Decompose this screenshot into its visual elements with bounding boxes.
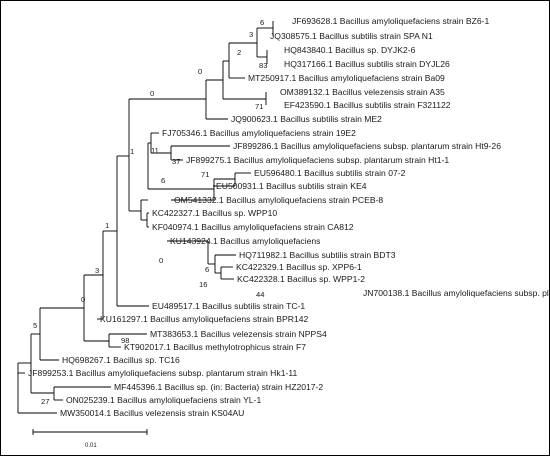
leaf-label: JF899275.1 Bacillus amyloliquefaciens su… — [186, 155, 449, 165]
support-value: 1 — [105, 221, 109, 230]
leaf-label: JN700138.1 Bacillus amyloliquefaciens su… — [363, 288, 549, 298]
support-value: 3 — [95, 266, 99, 275]
leaf-label: EF423590.1 Bacillus subtilis strain F321… — [284, 100, 451, 110]
tree-branches — [17, 21, 274, 414]
leaf-label: MW350014.1 Bacillus velezensis strain KS… — [60, 408, 244, 418]
support-value: 0 — [81, 295, 85, 304]
leaf-label: JQ900623.1 Bacillus subtilis strain ME2 — [231, 114, 382, 124]
leaf-label: HQ698267.1 Bacillus sp. TC16 — [62, 355, 180, 365]
leaf-label: EU500931.1 Bacillus subtilis strain KE4 — [216, 181, 367, 191]
support-value: 71 — [201, 170, 209, 179]
support-value: 2 — [237, 48, 241, 57]
support-value: 44 — [256, 290, 264, 299]
support-value: 0 — [150, 89, 154, 98]
leaf-label: MT383653.1 Bacillus velezensis strain NP… — [150, 329, 327, 339]
leaf-label: HQ711982.1 Bacillus subtilis strain BDT3 — [239, 250, 396, 260]
support-value: 37 — [172, 157, 180, 166]
support-value: 83 — [259, 61, 267, 70]
tree-leaf-labels: JF693628.1 Bacillus amyloliquefaciens st… — [28, 16, 549, 418]
support-value: 71 — [255, 102, 263, 111]
support-value: 6 — [205, 265, 209, 274]
support-value: 27 — [41, 397, 49, 406]
leaf-label: KT902017.1 Bacillus methylotrophicus str… — [124, 342, 306, 352]
support-value: 0 — [159, 256, 163, 265]
leaf-label: KU143924.1 Bacillus amyloliquefaciens — [170, 236, 320, 246]
scale-bar-label: 0.01 — [85, 443, 97, 449]
leaf-label: HQ843840.1 Bacillus sp. DYJK2-6 — [284, 45, 416, 55]
support-value: 1 — [130, 147, 134, 156]
support-value: 16 — [199, 280, 207, 289]
leaf-label: KF040974.1 Bacillus amyloliquefaciens st… — [152, 222, 354, 232]
leaf-label: MT250917.1 Bacillus amyloliquefaciens st… — [248, 73, 445, 83]
leaf-label: KC422327.1 Bacillus sp. WPP10 — [152, 208, 277, 218]
leaf-label: ON025239.1 Bacillus amyloliquefaciens st… — [66, 395, 261, 405]
support-value: 0 — [198, 67, 202, 76]
leaf-label: JF899286.1 Bacillus amyloliquefaciens su… — [233, 141, 501, 151]
leaf-label: FJ705346.1 Bacillus amyloliquefaciens st… — [162, 128, 356, 138]
leaf-label: KC422329.1 Bacillus sp. XPP6-1 — [236, 262, 362, 272]
leaf-label: HQ317166.1 Bacillus subtilis strain DYJL… — [284, 59, 450, 69]
leaf-label: MF445396.1 Bacillus sp. (in: Bacteria) s… — [114, 382, 323, 392]
support-value: 6 — [260, 18, 264, 27]
support-value: 11 — [151, 146, 159, 155]
leaf-label: OM389132.1 Bacillus velezensis strain A3… — [280, 87, 445, 97]
leaf-label: KC422328.1 Bacillus sp. WPP1-2 — [237, 274, 365, 284]
leaf-label: EU489517.1 Bacillus subtilis strain TC-1 — [152, 301, 305, 311]
support-value: 3 — [249, 30, 253, 39]
support-value: 98 — [121, 336, 129, 345]
leaf-label: JF693628.1 Bacillus amyloliquefaciens st… — [292, 16, 489, 26]
leaf-label: JQ308575.1 Bacillus subtilis strain SPA … — [270, 31, 433, 41]
leaf-label: JF899253.1 Bacillus amyloliquefaciens su… — [28, 368, 297, 378]
leaf-label: OM541332.1 Bacillus amyloliquefaciens st… — [174, 195, 383, 205]
support-value: 5 — [33, 321, 37, 330]
scale-bar: 0.01 — [32, 429, 148, 449]
support-value: 6 — [161, 176, 165, 185]
leaf-label: EU596480.1 Bacillus subtilis strain 07-2 — [254, 168, 406, 178]
leaf-label: KU161297.1 Bacillus amyloliquefaciens st… — [100, 314, 308, 324]
